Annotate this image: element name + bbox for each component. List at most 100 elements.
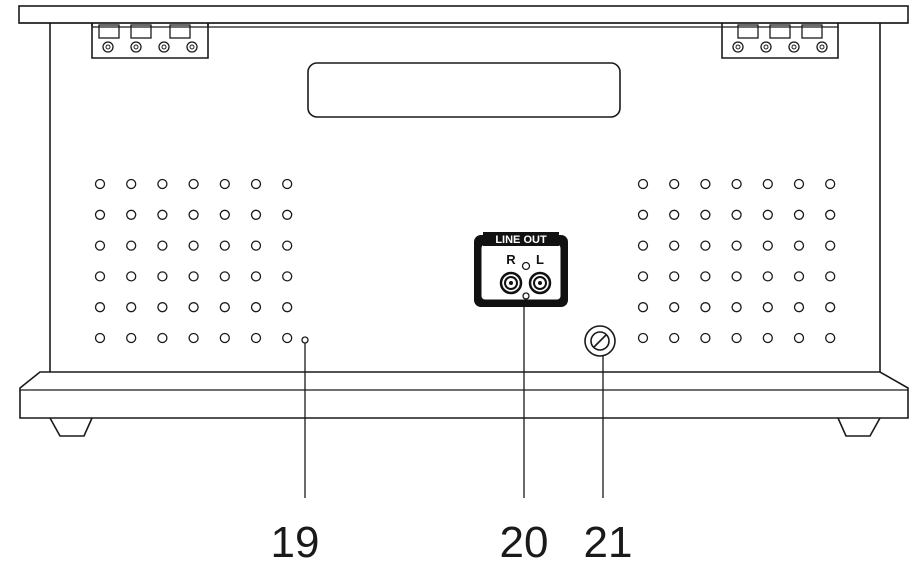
hinge-left (91, 23, 209, 59)
callout-19: 19 (271, 518, 320, 566)
grille-hole (126, 332, 137, 344)
foot-right (837, 417, 881, 437)
grille-hole (637, 271, 649, 282)
grille-hole (669, 332, 680, 344)
pin-hole (301, 336, 309, 344)
grille-hole (793, 178, 805, 190)
grille-hole (669, 302, 680, 313)
grille-hole (282, 271, 293, 282)
handle-slot (307, 62, 621, 118)
grille-hole (700, 271, 711, 282)
grille-hole (219, 178, 230, 190)
grille-hole (637, 332, 649, 344)
hinge-screw (102, 41, 114, 53)
grille-hole (669, 209, 680, 220)
grille-hole (637, 302, 649, 313)
grille-hole (793, 209, 805, 220)
grille-hole (700, 240, 711, 251)
grille-hole (282, 332, 293, 344)
grille-hole (188, 209, 199, 220)
grille-hole (700, 209, 711, 220)
hinge-screws (732, 41, 828, 53)
grille-hole (157, 240, 168, 251)
grille-hole (762, 178, 773, 190)
hinge-screw (186, 41, 198, 53)
grille-hole (282, 178, 293, 190)
hinge-right (721, 23, 839, 59)
rear-knob (584, 325, 616, 357)
hinge-screw-center (105, 44, 111, 50)
hinge-screw-center (161, 44, 167, 50)
grille-hole (825, 240, 836, 251)
grille-hole (94, 271, 106, 282)
hinge-screw-center (133, 44, 139, 50)
grille-hole (188, 302, 199, 313)
grille-hole (157, 209, 168, 220)
grille-hole (669, 271, 680, 282)
grille-hole (219, 240, 230, 251)
grille-hole (94, 178, 106, 190)
grille-hole (669, 178, 680, 190)
grille-hole (94, 209, 106, 220)
hinge-screw (788, 41, 800, 53)
grille-hole (94, 302, 106, 313)
grille-hole (700, 302, 711, 313)
grille-hole (669, 240, 680, 251)
grille-hole (250, 302, 262, 313)
grille-hole (250, 209, 262, 220)
hinge-screw (816, 41, 828, 53)
rca-jack-right (499, 271, 523, 295)
grille-hole (731, 178, 742, 190)
grille-hole (126, 302, 137, 313)
grille-hole (188, 240, 199, 251)
left-channel-label: L (536, 252, 544, 267)
grille-hole (762, 332, 773, 344)
grille-hole (126, 271, 137, 282)
grille-hole (762, 240, 773, 251)
callout-21: 21 (584, 518, 633, 566)
right-channel-label: R (506, 252, 516, 267)
grille-hole (188, 271, 199, 282)
grille-hole (250, 271, 262, 282)
grille-hole (94, 332, 106, 344)
grille-hole (157, 178, 168, 190)
grille-hole (700, 332, 711, 344)
hinge-screw (158, 41, 170, 53)
callout-20: 20 (500, 518, 549, 566)
rca-jack-left (528, 271, 552, 295)
hinge-screw-center (763, 44, 769, 50)
grille-hole (825, 271, 836, 282)
grille-hole (731, 240, 742, 251)
grille-hole (188, 332, 199, 344)
hinge-screw-center (189, 44, 195, 50)
grille-hole (637, 240, 649, 251)
grille-hole (762, 271, 773, 282)
hinge-screw (732, 41, 744, 53)
line-out-label: LINE OUT (495, 234, 547, 246)
grille-hole (219, 271, 230, 282)
grille-hole (282, 302, 293, 313)
hinge-screw-center (735, 44, 741, 50)
grille-hole (825, 209, 836, 220)
top-lid (18, 5, 909, 24)
cabinet-body (49, 23, 881, 372)
grille-hole (94, 240, 106, 251)
grille-hole (157, 271, 168, 282)
grille-hole (282, 209, 293, 220)
grille-hole (793, 302, 805, 313)
hinge-screw (760, 41, 772, 53)
grille-hole (793, 240, 805, 251)
grille-hole (637, 209, 649, 220)
grille-hole (219, 332, 230, 344)
speaker-grille-left (94, 178, 293, 344)
grille-hole (731, 302, 742, 313)
line-out-jack-panel: LINE OUT R L (474, 232, 568, 307)
grille-hole (762, 209, 773, 220)
grille-hole (126, 209, 137, 220)
grille-hole (250, 240, 262, 251)
grille-hole (731, 209, 742, 220)
hinge-screw-center (819, 44, 825, 50)
grille-hole (188, 178, 199, 190)
grille-hole (793, 332, 805, 344)
